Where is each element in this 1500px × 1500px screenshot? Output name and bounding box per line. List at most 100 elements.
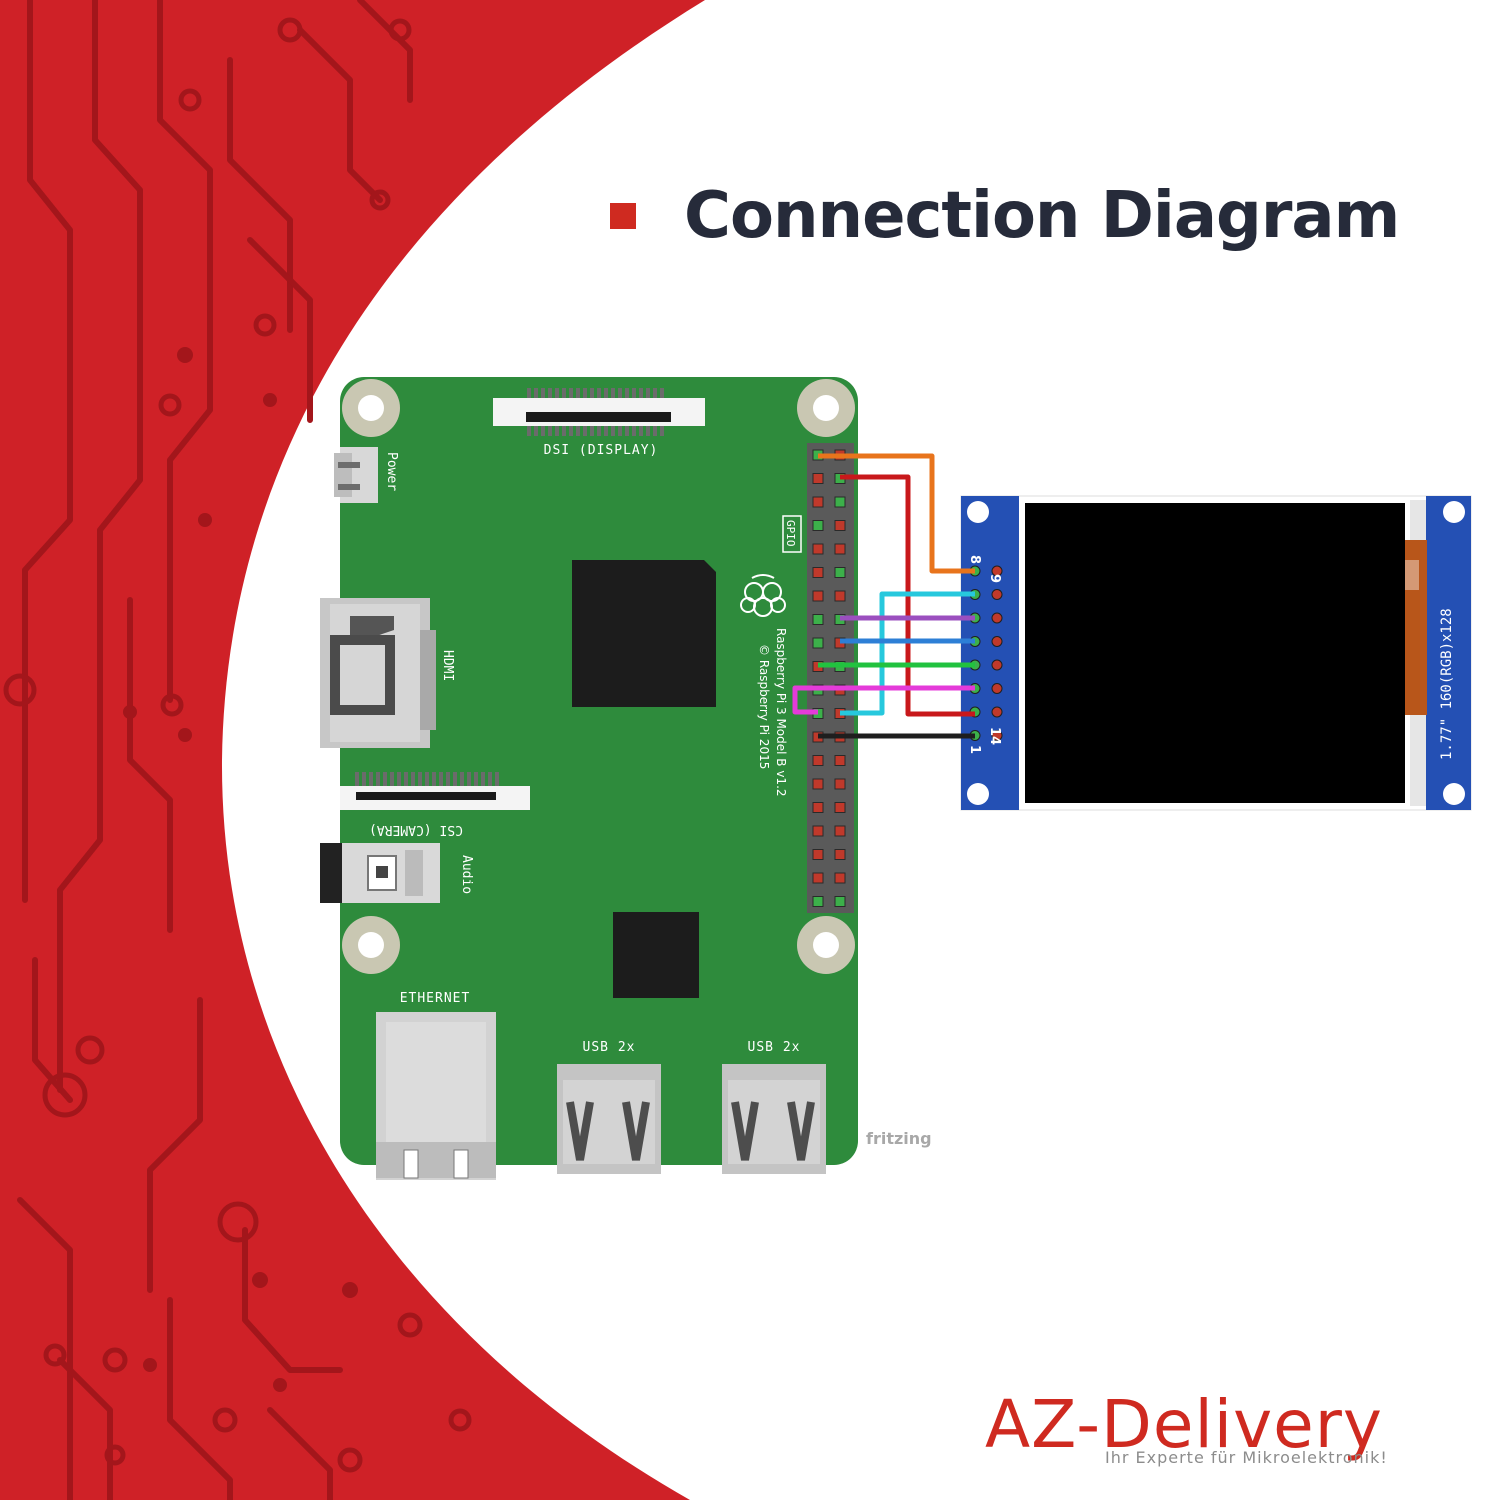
csi-pin (362, 772, 366, 786)
csi-pin (369, 772, 373, 786)
csi-pin (467, 772, 471, 786)
display-spec-label: 1.77" 160(RGB)x128 (1439, 608, 1455, 760)
display-pin-right (991, 659, 1003, 671)
dsi-pin (534, 426, 538, 436)
csi-pin (432, 772, 436, 786)
raspberry-pi-board (340, 377, 858, 1165)
dsi-pin (569, 388, 573, 398)
display-pin-label-9: 9 (987, 574, 1002, 583)
dsi-pin (555, 426, 559, 436)
dsi-pin (548, 388, 552, 398)
dsi-pin (632, 388, 636, 398)
dsi-pin (541, 426, 545, 436)
board-copyright-label: © Raspberry Pi 2015 (757, 644, 771, 769)
csi-pin (425, 772, 429, 786)
tft-display-module (960, 495, 1472, 811)
csi-connector (340, 772, 530, 810)
dsi-pin (562, 388, 566, 398)
dsi-pin (555, 388, 559, 398)
dsi-pin (639, 426, 643, 436)
display-pin-right (991, 589, 1003, 600)
fritzing-label: fritzing (866, 1129, 932, 1148)
gpio-pin (812, 637, 824, 649)
heading-bullet (610, 203, 636, 229)
dsi-pin (660, 388, 664, 398)
brand-logo: AZ-Delivery Ihr Experte für Mikroelektro… (985, 1392, 1445, 1472)
lan-chip (613, 912, 699, 998)
display-pin-right (991, 706, 1003, 718)
raspberry-pi-logo (740, 574, 786, 617)
dsi-pin (625, 426, 629, 436)
usb-port-right (722, 1064, 826, 1174)
gpio-pin (812, 849, 824, 860)
gpio-pin (834, 896, 846, 907)
csi-pin (411, 772, 415, 786)
dsi-pin (569, 426, 573, 436)
hdmi-port (320, 598, 436, 748)
dsi-pin (618, 388, 622, 398)
csi-pin (488, 772, 492, 786)
display-pin-right (991, 683, 1003, 694)
csi-pin (383, 772, 387, 786)
dsi-pin (625, 388, 629, 398)
gpio-pin (834, 567, 846, 578)
gpio-pin (812, 802, 824, 813)
circuit-dots-decoration (123, 347, 358, 1392)
dsi-pin (534, 388, 538, 398)
csi-pin (460, 772, 464, 786)
display-pin-right (991, 612, 1003, 624)
dsi-pin (604, 388, 608, 398)
dsi-connector (493, 388, 705, 436)
dsi-label: DSI (DISPLAY) (544, 443, 659, 458)
mounting-holes (342, 379, 855, 974)
red-circuit-background (0, 0, 705, 1500)
csi-pin (404, 772, 408, 786)
dsi-pin (562, 426, 566, 436)
csi-pin (446, 772, 450, 786)
circuit-pads-decoration (3, 17, 472, 1473)
dsi-pin (604, 426, 608, 436)
ethernet-label: ETHERNET (400, 991, 471, 1006)
csi-pin (481, 772, 485, 786)
csi-pin (376, 772, 380, 786)
usb-left-label: USB 2x (583, 1040, 636, 1055)
dsi-pin (639, 388, 643, 398)
gpio-pin (834, 543, 846, 555)
gpio-pin (812, 896, 824, 907)
gpio-pin (834, 778, 846, 790)
dsi-pin (653, 426, 657, 436)
csi-pin (390, 772, 394, 786)
gpio-pin (812, 614, 824, 625)
gpio-label: GPIO (784, 520, 797, 547)
gpio-pin (834, 872, 846, 884)
gpio-pin (834, 590, 846, 602)
csi-pin (453, 772, 457, 786)
gpio-header (807, 443, 854, 913)
dsi-pin (583, 388, 587, 398)
power-label: Power (384, 452, 399, 491)
gpio-pin (834, 849, 846, 860)
gpio-pin (812, 778, 824, 790)
csi-pin (397, 772, 401, 786)
dsi-pin (548, 426, 552, 436)
gpio-pin (812, 590, 824, 602)
gpio-pin (812, 825, 824, 837)
dsi-pin (527, 388, 531, 398)
dsi-pin (576, 388, 580, 398)
dsi-pin (632, 426, 636, 436)
gpio-pin (834, 496, 846, 508)
gpio-pin (834, 755, 846, 766)
dsi-pin (618, 426, 622, 436)
dsi-pin (646, 426, 650, 436)
audio-jack (320, 843, 440, 903)
connection-wires (792, 453, 975, 739)
dsi-pin (597, 426, 601, 436)
audio-label: Audio (459, 855, 474, 894)
page-title: Connection Diagram (684, 179, 1400, 253)
dsi-pin (583, 426, 587, 436)
dsi-pin (611, 388, 615, 398)
brand-tagline: Ihr Experte für Mikroelektronik! (1105, 1448, 1388, 1467)
display-pin-label-8: 8 (967, 555, 982, 564)
dsi-pin (590, 388, 594, 398)
